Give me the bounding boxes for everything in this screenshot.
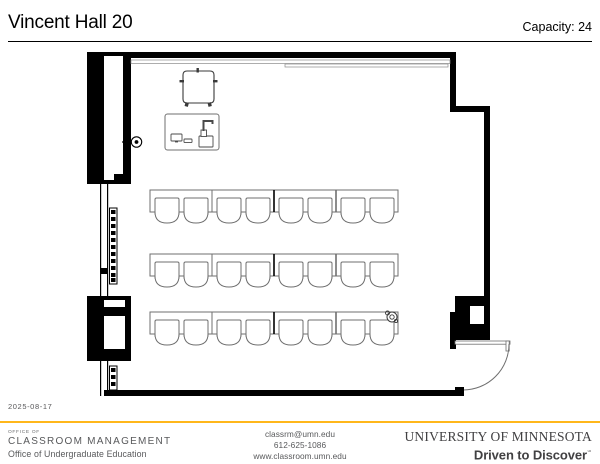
round-instructor-table[interactable] [179,68,218,107]
rear-whiteboard [130,59,451,68]
keyboard-icon [183,138,193,144]
umn-tagline-text: Driven to Discover [473,447,587,463]
umn-tagline-label: Driven to Discover℠ [404,445,592,463]
contact-email[interactable]: classrm@umn.edu [264,429,336,439]
umn-logo: UNIVERSITY OF MINNESOTA Driven to Discov… [404,429,592,463]
ocm-logo: OFFICE OF CLASSROOM MANAGEMENT Office of… [8,430,171,460]
ceiling-projector-marker [122,136,143,148]
left-wall [100,52,109,396]
table-row[interactable] [149,253,399,288]
table-row[interactable] [149,310,399,346]
page-title: Vincent Hall 20 [8,12,133,33]
monitor-icon [170,133,183,143]
left-entry-door[interactable] [87,296,131,361]
front-whiteboard [87,52,131,184]
radiator-upper [109,207,118,285]
accessible-seat-marker [385,310,399,324]
umn-name-label: UNIVERSITY OF MINNESOTA [404,429,592,444]
contact-info: classrm@umn.edu 612-625-1086 www.classro… [0,429,600,463]
footer-accent-rule [0,421,600,423]
ocm-office-of-label: OFFICE OF [8,430,40,435]
contact-website[interactable]: www.classroom.umn.edu [253,451,347,462]
page-header: Vincent Hall 20 Capacity: 24 [0,0,600,44]
radiator-lower [109,365,118,391]
room-interior [104,58,490,396]
datestamp: 2025-08-17 [8,402,53,411]
umn-service-mark: ℠ [587,450,592,456]
table-row[interactable] [149,189,399,224]
document-camera-icon [198,120,214,148]
teaching-station-console[interactable] [164,113,220,151]
ocm-name-label: CLASSROOM MANAGEMENT [8,436,172,447]
contact-phone: 612-625-1086 [273,440,327,451]
capacity-label: Capacity: 24 [522,20,592,34]
ocm-sub-label: Office of Undergraduate Education [8,449,147,459]
floorplan-canvas [0,44,600,400]
right-entry-door-with-swing[interactable] [454,296,511,396]
header-divider [8,41,592,42]
page-footer: OFFICE OF CLASSROOM MANAGEMENT Office of… [0,423,600,464]
